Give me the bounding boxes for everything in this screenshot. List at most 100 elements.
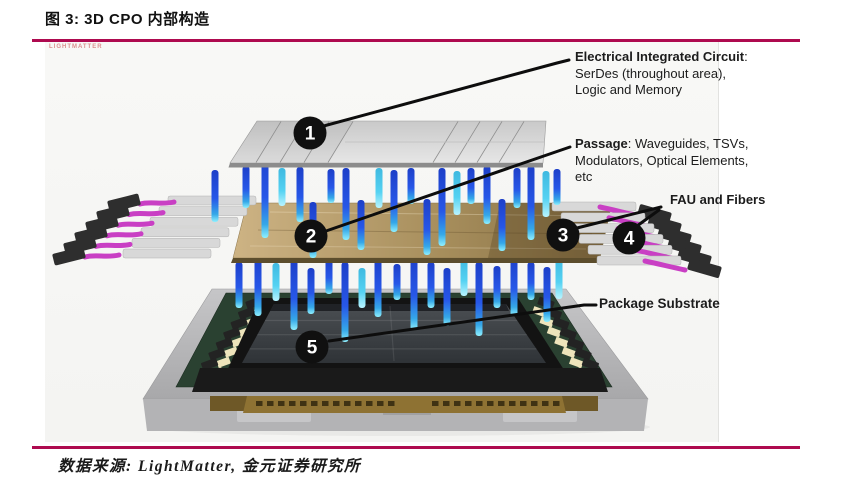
label-electrical-ic-heading: Electrical Integrated Circuit (575, 49, 745, 64)
callout-5-circle (295, 330, 329, 364)
label-electrical-ic: Electrical Integrated Circuit: SerDes (t… (575, 49, 748, 97)
tsv-pillar (423, 199, 431, 255)
top-rule (32, 39, 800, 42)
pcb-chip (223, 327, 241, 340)
tsv-pillar (358, 268, 366, 308)
front-bezel (192, 368, 608, 392)
callout-5-number: 5 (307, 338, 318, 359)
fiber-ribbon (82, 252, 122, 260)
pcb-chip (215, 337, 234, 351)
gold-dash (311, 401, 318, 406)
label-package-substrate: Package Substrate (599, 296, 720, 311)
callout-1-circle (293, 116, 327, 150)
pcb-chip (552, 317, 570, 330)
tsv-pillar (261, 148, 269, 238)
fau-block (149, 216, 239, 227)
tsv-pillar (290, 260, 298, 330)
tsv-pillar (254, 254, 262, 316)
tsv-pillar (475, 262, 483, 336)
tsv-pillar (543, 267, 551, 322)
data-source-line: 数据来源: LightMatter, 金元证券研究所 (58, 458, 361, 475)
tsv-pillar (307, 268, 315, 314)
tsv-pillar (242, 166, 250, 208)
package-substrate-layer (142, 288, 649, 431)
tsv-pillar (296, 167, 304, 222)
label-passage-line3: etc (575, 169, 593, 184)
label-passage-heading: Passage (575, 136, 628, 151)
tsv-pillar (427, 262, 435, 308)
fiber-ribbon (137, 199, 177, 207)
gold-dash (432, 401, 439, 406)
tsv-pillar (553, 169, 561, 205)
label-electrical-ic-line2: SerDes (throughout area), (575, 65, 727, 81)
electrical-ic-layer (228, 120, 547, 168)
pcb-chip (581, 357, 600, 371)
fau-block (596, 255, 682, 266)
fiber-connector (687, 258, 722, 278)
callout-3-circle (546, 218, 580, 252)
watermark: LIGHTMATTER (49, 44, 103, 50)
gold-dash (388, 401, 395, 406)
tsv-pillar (272, 263, 280, 301)
fau-block (158, 206, 248, 216)
callout-2-circle (294, 219, 328, 253)
pcb-chip (566, 337, 585, 351)
leader-line-5 (327, 303, 598, 343)
tsv-pillar (527, 262, 535, 300)
gold-dash (465, 401, 472, 406)
gold-dash (355, 401, 362, 406)
tsv-pillar (443, 268, 451, 326)
label-fau-and-fibers: FAU and Fibers (670, 192, 766, 207)
callout-3-number: 3 (558, 226, 569, 247)
tsv-pillar (278, 168, 286, 206)
fau-block (131, 238, 221, 248)
chip-tile-division (255, 121, 282, 163)
tsv-pillar (375, 168, 383, 208)
fiber-ribbon (104, 231, 144, 239)
tsv-pillar (555, 257, 563, 299)
label-electrical-ic-line3: Logic and Memory (575, 82, 682, 97)
gold-dash (542, 401, 549, 406)
callout-4-number: 4 (624, 229, 635, 250)
callout-2-number: 2 (306, 227, 317, 248)
tsv-pillar (357, 200, 365, 250)
gold-dash (267, 401, 274, 406)
tsv-pillar (325, 258, 333, 294)
label-passage-line2: Modulators, Optical Elements, (575, 152, 749, 168)
gold-pad (223, 346, 239, 358)
callout-1-number: 1 (305, 124, 316, 145)
tsv-pillar (483, 166, 491, 224)
pcb-chip (200, 357, 219, 371)
leader-line-fau-a (575, 205, 663, 230)
photonic-interposer-layer (231, 202, 613, 263)
leader-line-2 (324, 145, 572, 233)
tsv-pillar (410, 254, 418, 330)
callout-markers: 1 2 3 4 5 (293, 116, 646, 364)
gold-dash (498, 401, 505, 406)
pcb-chip (559, 327, 577, 340)
tsv-pillars-lower (235, 254, 563, 342)
label-passage: Passage: Waveguides, TSVs, Modulators, O… (575, 136, 749, 184)
leader-lines (318, 58, 663, 343)
tsv-pillar (460, 258, 468, 296)
fau-block (551, 201, 637, 212)
tsv-pillar (527, 166, 535, 240)
tsv-pillar (327, 169, 335, 203)
pcb-chip (237, 306, 256, 320)
figure-title: 图 3: 3D CPO 内部构造 (45, 11, 210, 28)
tsv-pillar (341, 262, 349, 342)
gold-dash (377, 401, 384, 406)
gold-dash (443, 401, 450, 406)
fau-and-fibers-left (52, 193, 257, 266)
tsv-pillar (467, 168, 475, 204)
tsv-pillar (438, 168, 446, 246)
tsv-pillar (342, 168, 350, 240)
leader-line-1 (318, 58, 571, 129)
gold-dash (278, 401, 285, 406)
gold-dash (509, 401, 516, 406)
fiber-ribbon (642, 258, 688, 273)
tsv-pillar (211, 170, 219, 222)
gold-dash (256, 401, 263, 406)
gold-pad (561, 346, 577, 358)
